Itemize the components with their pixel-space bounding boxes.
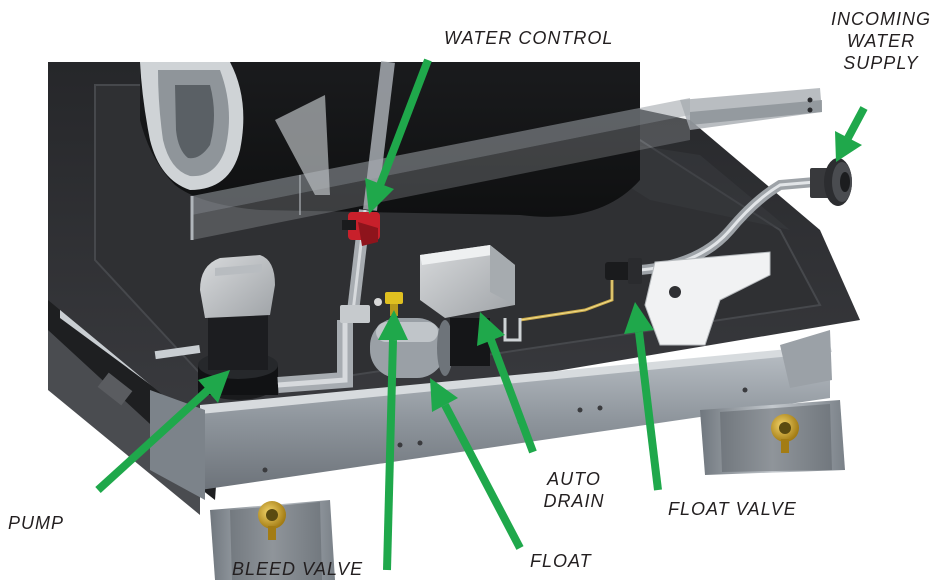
label-incoming-line-3: SUPPLY (843, 53, 919, 73)
label-pump: PUMP (8, 513, 65, 533)
label-float: FLOAT (530, 551, 592, 571)
arrow-incoming-water-supply (835, 106, 868, 162)
label-incoming-water-supply: INCOMING WATER SUPPLY (822, 8, 940, 74)
float-valve-bracket (644, 251, 771, 346)
label-water-control: WATER CONTROL (444, 28, 614, 48)
front-rail (200, 330, 832, 490)
arrow-auto-drain (477, 312, 537, 454)
lifting-eye-left (258, 501, 286, 540)
arrow-float-valve (624, 302, 662, 491)
auto-drain-box (420, 245, 522, 366)
label-float-valve: FLOAT VALVE (668, 499, 797, 519)
label-auto-drain-line-1: AUTO (547, 469, 601, 489)
arrow-float (430, 378, 524, 550)
fan-housing (140, 62, 640, 217)
label-incoming-line-2: WATER (846, 31, 916, 51)
arrow-water-control (365, 58, 432, 214)
label-auto-drain: AUTO DRAIN (534, 468, 614, 512)
arrow-pump (95, 370, 230, 493)
pump-assembly (154, 255, 278, 400)
float-valve-assembly (519, 258, 642, 322)
lifting-eye-right (771, 414, 799, 453)
label-incoming-line-1: INCOMING (831, 9, 931, 29)
left-rail (150, 390, 205, 500)
label-bleed-valve: BLEED VALVE (232, 559, 364, 579)
arrow-bleed-valve (378, 310, 408, 571)
water-control-valve (342, 212, 380, 246)
transparent-cover (190, 88, 822, 240)
label-auto-drain-line-2: DRAIN (543, 491, 605, 511)
